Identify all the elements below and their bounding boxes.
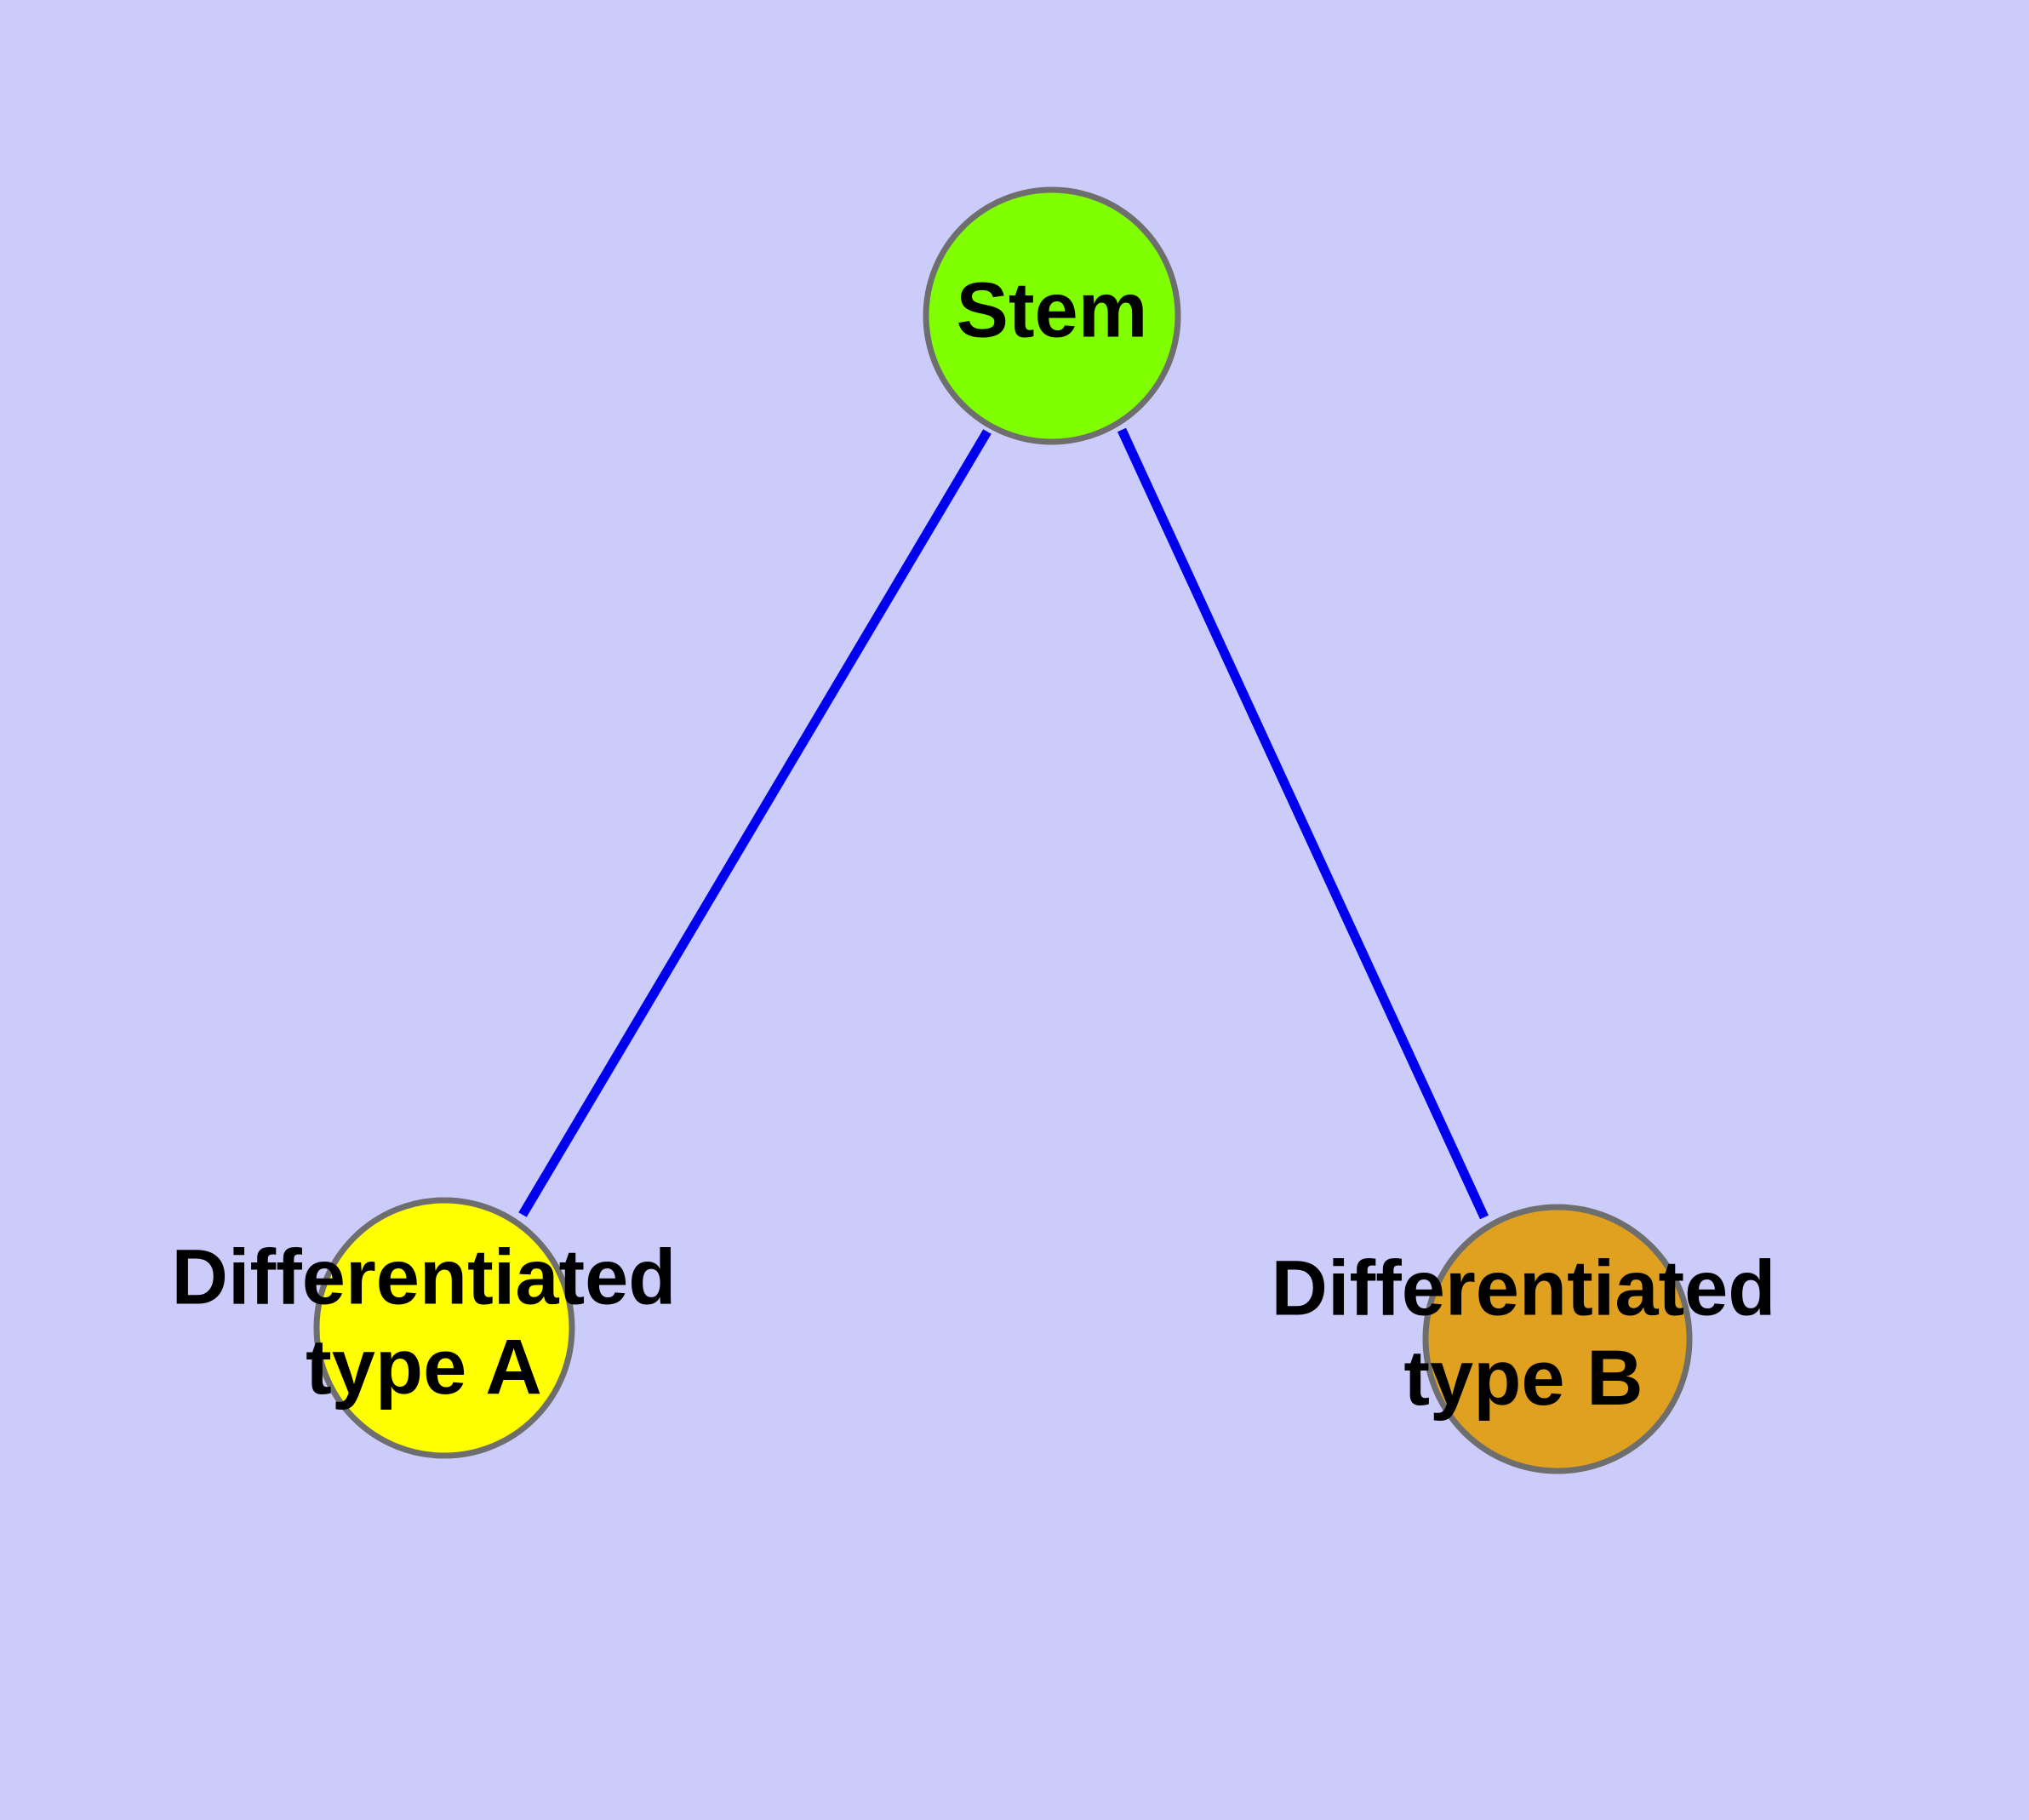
node-stem[interactable] [923,186,1181,445]
node-diff-b[interactable] [1422,1204,1693,1474]
node-diff-a[interactable] [313,1197,575,1459]
edges-layer [518,427,1489,1220]
node-label-line: type B [1403,1335,1643,1422]
edge-stem-to-b[interactable] [1117,427,1489,1220]
nodes-layer [313,186,1693,1474]
node-label-line: Differentiated [172,1233,677,1320]
edge-stem-to-a[interactable] [518,429,992,1217]
node-label-line: Differentiated [1272,1245,1776,1331]
node-label-stem: Stem [957,266,1148,353]
node-label-line: type A [306,1324,542,1411]
node-label-line: Stem [957,266,1148,353]
